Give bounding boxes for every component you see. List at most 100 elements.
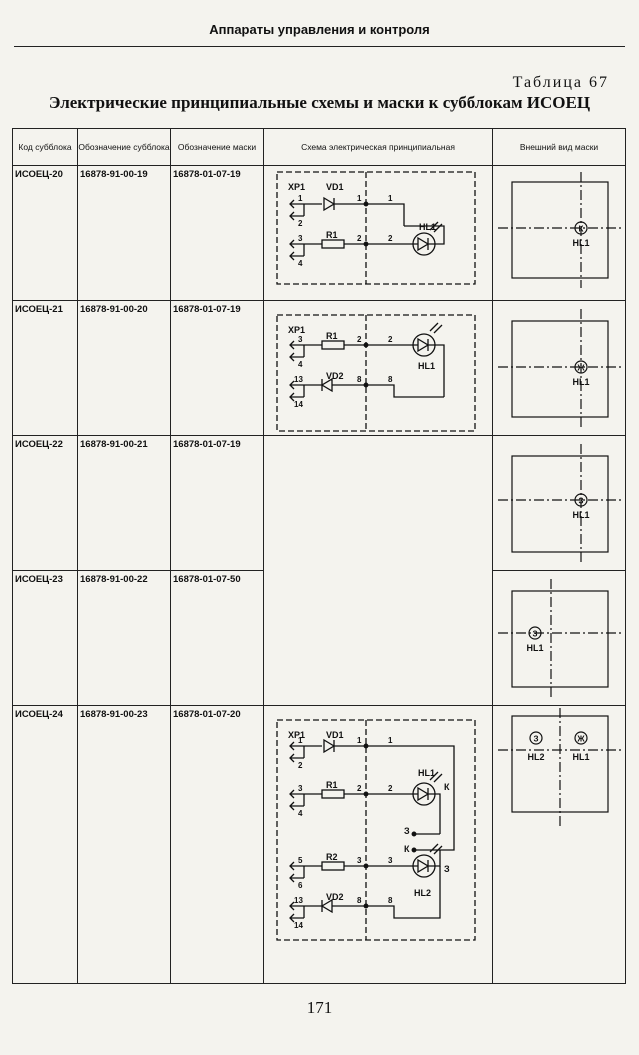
table-header-row: Код субблока Обозначение субблока Обозна… [12, 128, 626, 166]
mask-cell: З HL1 [492, 435, 626, 571]
label-vd2: VD2 [326, 371, 344, 381]
mask-cell: К HL1 [492, 165, 626, 301]
pin-3: 3 [298, 234, 303, 243]
mask-view-22: З HL1 [498, 444, 621, 562]
mask-glyph: З [532, 630, 537, 639]
mask-view-20: К HL1 [498, 172, 621, 288]
mask-label: HL1 [526, 643, 543, 653]
pin-13: 13 [294, 896, 303, 905]
circuit-diagram-20: XP1 VD1 1 2 1 1 3 4 R1 [276, 171, 476, 285]
pin-3: 3 [298, 335, 303, 344]
circuit-diagram-24: XP1 VD1 1 2 1 1 3 4 R1 [276, 719, 476, 941]
pin-1: 1 [298, 194, 303, 203]
scheme-cell: XP1 VD1 1 2 1 1 3 4 R1 [263, 165, 493, 301]
node-3a: 3 [357, 856, 362, 865]
pin-4: 4 [298, 809, 303, 818]
mask-cell: Ж HL1 [492, 300, 626, 436]
mask-view-21: Ж HL1 [498, 309, 621, 427]
cell-code: ИСОЕЦ-22 [12, 435, 78, 571]
mask-label-1: HL2 [527, 752, 544, 762]
scheme-cell: XP1 3 4 R1 2 2 HL1 13 [263, 300, 493, 436]
node-8b: 8 [388, 375, 393, 384]
mask-glyph: К [579, 225, 584, 234]
node-1b: 1 [388, 194, 393, 203]
label-hl2: HL2 [414, 888, 431, 898]
cell-subblock: 16878-91-00-21 [77, 435, 171, 571]
resistor-r1 [321, 789, 345, 799]
col-header-scheme: Схема электрическая принципиальная [263, 128, 493, 166]
label-k1: К [444, 782, 450, 792]
page-number: 171 [306, 998, 333, 1017]
label-k2: К [404, 844, 410, 854]
data-table: Код субблока Обозначение субблока Обозна… [12, 128, 626, 984]
label-z2: З [444, 864, 450, 874]
node-3b: 3 [388, 856, 393, 865]
pin-6: 6 [298, 881, 303, 890]
label-xp1: XP1 [288, 182, 305, 192]
cell-subblock: 16878-91-00-22 [77, 570, 171, 706]
cell-mask: 16878-01-07-19 [170, 435, 264, 571]
pin-14: 14 [294, 921, 303, 930]
col-header-subblock: Обозначение субблока [77, 128, 171, 166]
cell-code: ИСОЕЦ-20 [12, 165, 78, 301]
col-header-mask: Обозначение маски [170, 128, 264, 166]
pin-5: 5 [298, 856, 303, 865]
cell-code: ИСОЕЦ-24 [12, 705, 78, 984]
label-vd1: VD1 [326, 730, 344, 740]
cell-mask: 16878-01-07-20 [170, 705, 264, 984]
table-title: Электрические принципиальные схемы и мас… [48, 93, 591, 112]
circuit-diagram-21: XP1 3 4 R1 2 2 HL1 13 [276, 314, 476, 432]
table-number: Таблица 67 [512, 74, 609, 91]
cell-code: ИСОЕЦ-21 [12, 300, 78, 436]
cell-subblock: 16878-91-00-23 [77, 705, 171, 984]
resistor-r1 [321, 340, 345, 350]
label-r1: R1 [326, 331, 338, 341]
node-2b: 2 [388, 335, 393, 344]
mask-label: HL1 [572, 377, 589, 387]
resistor-r2 [321, 861, 345, 871]
label-vd1: VD1 [326, 182, 344, 192]
label-r1: R1 [326, 230, 338, 240]
pin-13: 13 [294, 375, 303, 384]
pin-4: 4 [298, 360, 303, 369]
header-rule [14, 46, 625, 47]
pin-14: 14 [294, 400, 303, 409]
pin-3: 3 [298, 784, 303, 793]
node-2a: 2 [357, 335, 362, 344]
diode-vd1 [323, 738, 336, 754]
label-r2: R2 [326, 852, 338, 862]
cell-code: ИСОЕЦ-23 [12, 570, 78, 706]
node-2b: 2 [388, 234, 393, 243]
mask-glyph-1: З [533, 735, 538, 744]
mask-view-24: З HL2 Ж HL1 [498, 708, 621, 826]
mask-label: HL1 [572, 510, 589, 520]
node-1a: 1 [357, 736, 362, 745]
col-header-code: Код субблока [12, 128, 78, 166]
label-xp1: XP1 [288, 325, 305, 335]
running-header: Аппараты управления и контроля [209, 22, 430, 37]
label-vd2: VD2 [326, 892, 344, 902]
col-header-mask-view: Внешний вид маски [492, 128, 626, 166]
pin-2: 2 [298, 219, 303, 228]
node-2a: 2 [357, 234, 362, 243]
mask-cell: З HL1 [492, 570, 626, 706]
cell-subblock: 16878-91-00-19 [77, 165, 171, 301]
mask-label: HL1 [572, 238, 589, 248]
mask-view-23: З HL1 [498, 579, 621, 697]
cell-mask: 16878-01-07-19 [170, 165, 264, 301]
node-8a: 8 [357, 375, 362, 384]
node-1a: 1 [357, 194, 362, 203]
label-z1: З [404, 826, 410, 836]
node-8b: 8 [388, 896, 393, 905]
table-row: ИСОЕЦ-21 16878-91-00-20 16878-01-07-19 X… [12, 300, 626, 436]
mask-glyph: Ж [576, 364, 585, 373]
label-hl1: HL1 [419, 222, 436, 232]
node-1b: 1 [388, 736, 393, 745]
scheme-cell-empty [263, 435, 493, 706]
cell-mask: 16878-01-07-50 [170, 570, 264, 706]
pin-1: 1 [298, 736, 303, 745]
label-hl1: HL1 [418, 361, 435, 371]
label-hl1: HL1 [418, 768, 435, 778]
mask-cell: З HL2 Ж HL1 [492, 705, 626, 984]
node-8a: 8 [357, 896, 362, 905]
